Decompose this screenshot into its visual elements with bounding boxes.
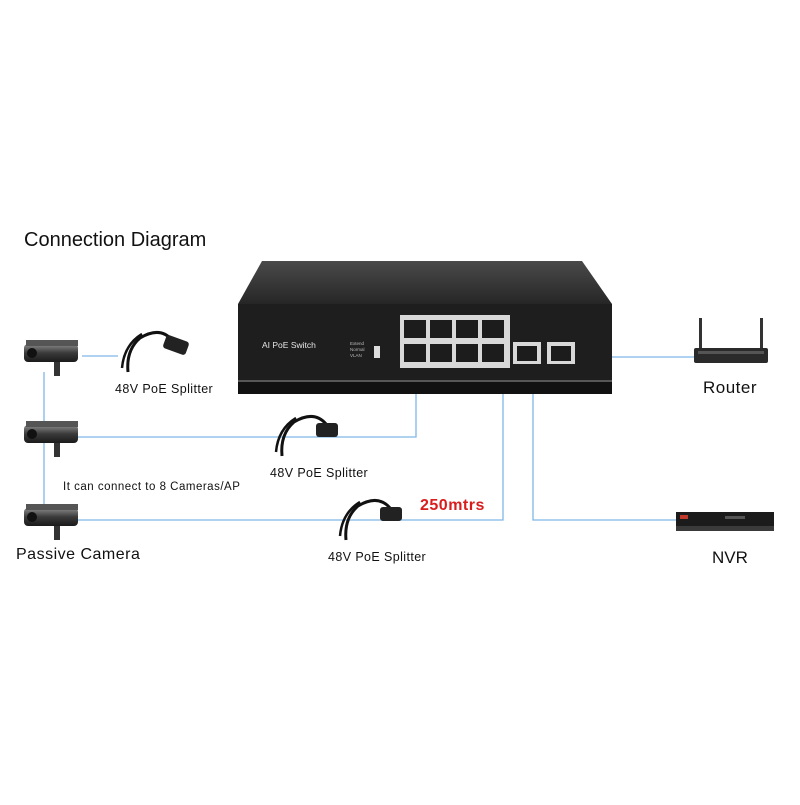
poe-splitter-icon-3 bbox=[338, 499, 402, 541]
cable-switch-nvr bbox=[532, 392, 680, 521]
router-icon bbox=[694, 318, 768, 363]
camera-icon-2 bbox=[24, 421, 78, 457]
cable-camera-3 bbox=[70, 392, 504, 521]
poe-splitter-icon-1 bbox=[120, 331, 189, 373]
router-label: Router bbox=[703, 378, 758, 397]
camera-icon-3 bbox=[24, 504, 78, 540]
poe-switch: AI PoE Switch Extend Normal VLAN bbox=[238, 261, 612, 394]
poe-ports bbox=[404, 320, 504, 362]
poe-splitter-icon-2 bbox=[274, 415, 338, 457]
switch-mode-normal: Normal bbox=[350, 347, 365, 352]
camera-capacity-note: It can connect to 8 Cameras/AP bbox=[63, 481, 241, 493]
camera-icon-1 bbox=[24, 340, 78, 376]
splitter-label-3: 48V PoE Splitter bbox=[328, 550, 427, 564]
switch-mode-extend: Extend bbox=[350, 341, 365, 346]
cable-camera-2 bbox=[70, 392, 417, 438]
uplink-ports bbox=[513, 342, 575, 364]
nvr-icon bbox=[676, 512, 774, 531]
splitter-label-1: 48V PoE Splitter bbox=[115, 382, 214, 396]
nvr-label: NVR bbox=[712, 548, 748, 567]
splitter-label-2: 48V PoE Splitter bbox=[270, 466, 369, 480]
camera-label: Passive Camera bbox=[16, 546, 141, 563]
switch-top bbox=[238, 261, 612, 304]
switch-mode-toggle bbox=[374, 346, 380, 358]
distance-label: 250mtrs bbox=[420, 497, 485, 514]
switch-bottom bbox=[238, 380, 612, 394]
switch-mode-vlan: VLAN bbox=[350, 353, 362, 358]
diagram-title: Connection Diagram bbox=[24, 229, 207, 251]
switch-brand-label: AI PoE Switch bbox=[262, 340, 316, 350]
